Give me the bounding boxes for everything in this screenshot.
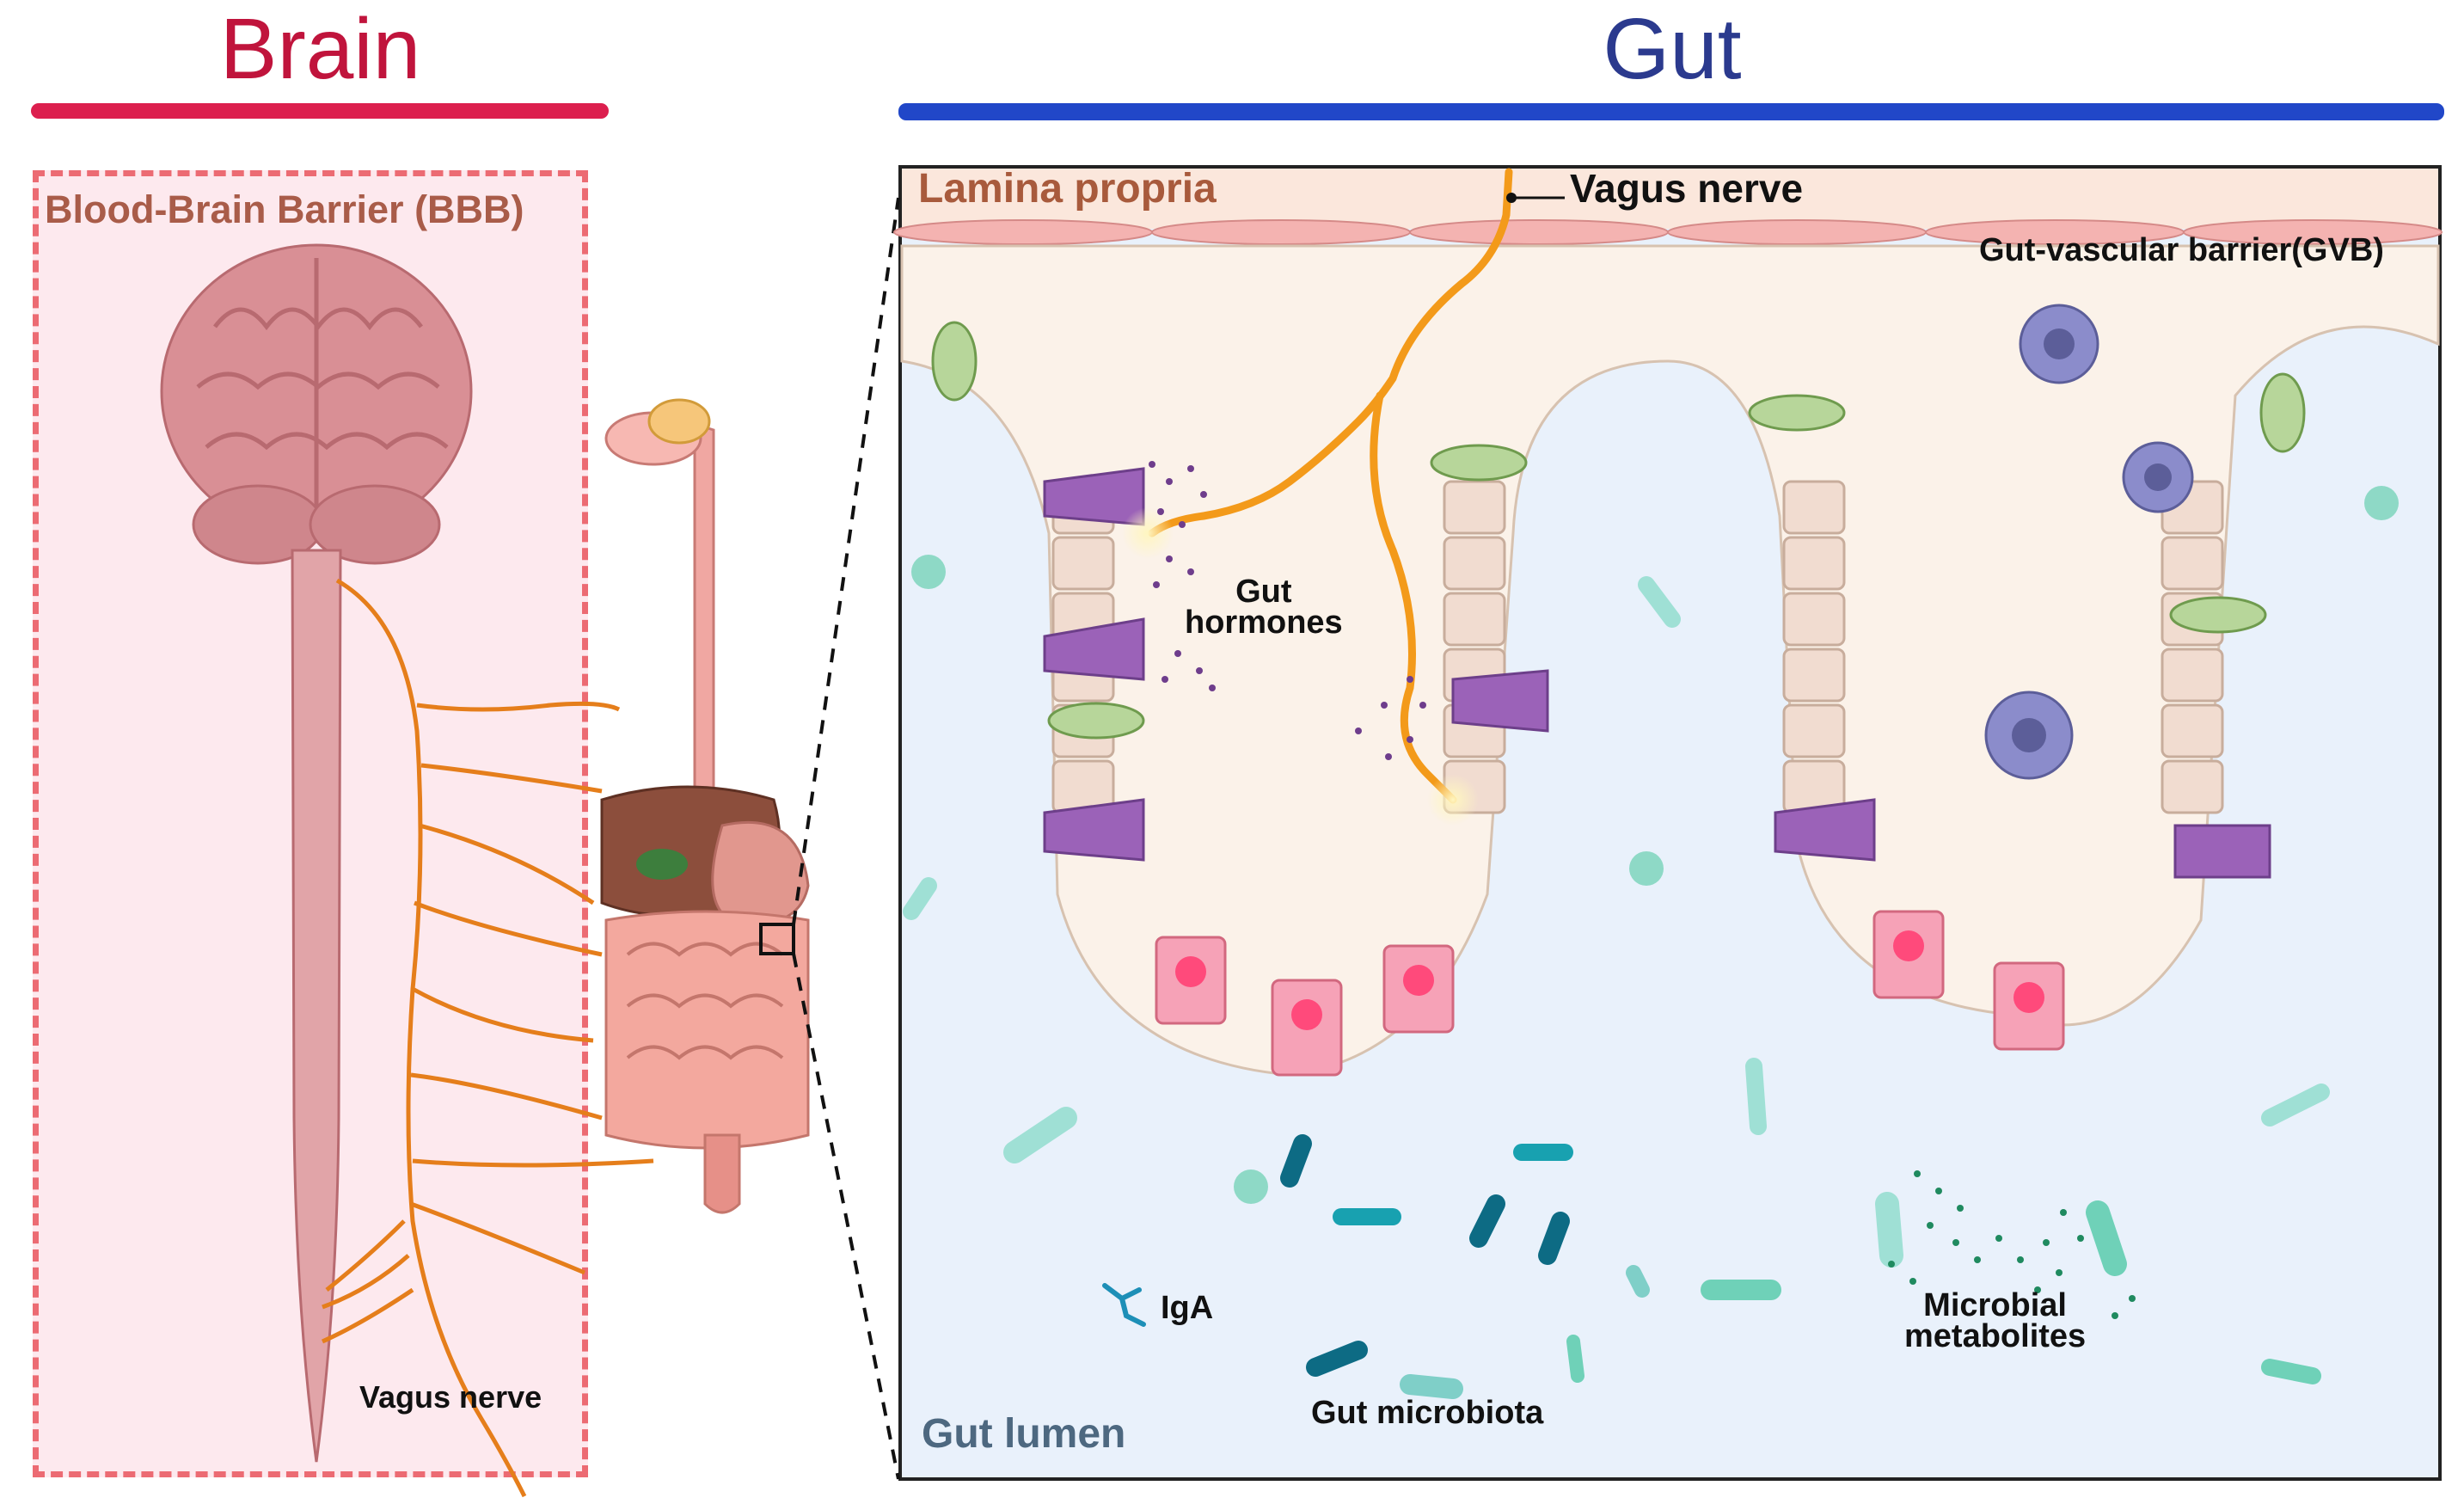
enteroendocrine-cells — [1043, 467, 2271, 879]
gut-hormones-label: Gut hormones — [1185, 574, 1343, 641]
gut-microbiota-label: Gut microbiota — [1311, 1395, 1544, 1431]
left-vagus-nerve-label: Vagus nerve — [359, 1379, 542, 1415]
brain-illustration — [160, 243, 473, 565]
gut-title-underline — [898, 103, 2444, 120]
gut-title: Gut — [1603, 1, 1742, 97]
iga-label: IgA — [1161, 1290, 1214, 1326]
paneth-nuclei — [1175, 930, 2044, 1030]
gut-hormones-line2: hormones — [1185, 605, 1343, 641]
microbial-metabolites-line1: Microbial — [1923, 1287, 2067, 1323]
microbial-metabolites-label: Microbial metabolites — [1904, 1287, 2087, 1354]
goblet-cells — [931, 321, 2306, 740]
left-vagus-nerve — [321, 578, 654, 1498]
brain-title: Brain — [219, 1, 421, 97]
gut-hormone-dots — [1149, 461, 1426, 760]
gut-vagus-nerve-label: Vagus nerve — [1570, 166, 1804, 211]
iga-icon — [1102, 1283, 1146, 1327]
lamina-propria-label: Lamina propria — [918, 166, 1217, 212]
lumen-particles — [911, 486, 2399, 1204]
epithelium-tissue — [900, 244, 2440, 1077]
gut-hormones-line1: Gut — [1235, 574, 1292, 610]
brain-title-underline — [31, 103, 609, 119]
endothelial-cells — [893, 219, 2443, 245]
metabolite-dots — [1888, 1170, 2136, 1319]
gut-vagus-nerve — [1148, 168, 1513, 804]
bacteria — [903, 576, 2330, 1399]
spinal-cord — [291, 549, 342, 1463]
digestive-organs — [600, 398, 810, 1214]
gut-vascular-barrier-label: Gut-vascular barrier(GVB) — [1979, 232, 2384, 268]
blood-brain-barrier-label: Blood-Brain Barrier (BBB) — [45, 187, 524, 231]
gut-lumen-label: Gut lumen — [922, 1411, 1126, 1457]
epithelial-cells — [1051, 480, 2224, 814]
microbial-metabolites-line2: metabolites — [1904, 1318, 2087, 1354]
